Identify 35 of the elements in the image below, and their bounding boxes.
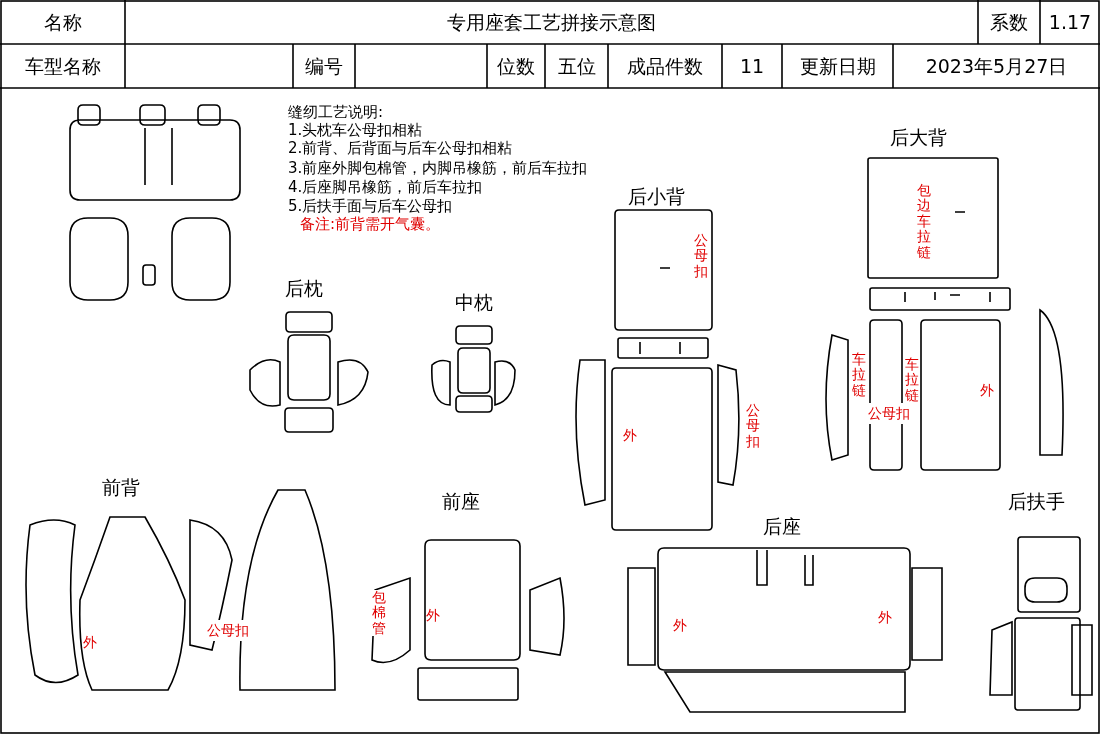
header-text: 名称 [43, 9, 82, 35]
section-title: 后枕 [285, 276, 323, 301]
section-title: 中枕 [455, 290, 493, 315]
header-text: 系数 [990, 9, 1028, 35]
header-text: 位数 [497, 53, 535, 79]
header-text: 2023年5月27日 [925, 53, 1068, 79]
title: 专用座套工艺拼接示意图 [447, 9, 656, 35]
section-title: 后大背 [890, 125, 947, 150]
note-text: 4.后座脚吊橡筋，前后车拉扣 [288, 178, 483, 196]
header-text: 五位 [557, 53, 596, 79]
sewing-note: 公母扣 [694, 233, 708, 280]
header-text: 车型名称 [24, 53, 101, 79]
section-title: 后扶手 [1008, 489, 1065, 514]
note-text: 2.前背、后背面与后车公母扣相粘 [288, 139, 513, 157]
note-text: 缝纫工艺说明: [288, 103, 384, 121]
sewing-note: 公母扣 [207, 620, 249, 641]
header-text: 更新日期 [799, 53, 876, 79]
sewing-note: 车拉链 [905, 357, 919, 404]
sewing-note: 公母扣 [868, 403, 910, 424]
header-text: 编号 [305, 53, 343, 79]
note-text: 1.头枕车公母扣相粘 [288, 121, 423, 139]
section-title: 前座 [442, 489, 480, 514]
header-text: 11 [739, 53, 765, 79]
section-title: 前背 [102, 475, 140, 500]
sewing-note: 包棉管 [372, 590, 386, 637]
section-title: 后小背 [628, 184, 685, 209]
section-title: 后座 [763, 514, 801, 539]
header-text: 成品件数 [627, 53, 703, 79]
sewing-note: 公母扣 [746, 403, 760, 450]
note-text: 3.前座外脚包棉管，内脚吊橡筋，前后车拉扣 [288, 159, 588, 177]
sewing-note: 车拉链 [852, 352, 866, 399]
note-text: 备注:前背需开气囊。 [300, 215, 441, 233]
note-text: 5.后扶手面与后车公母扣 [288, 197, 453, 215]
sewing-note: 包边车拉链 [917, 183, 931, 260]
header-text: 1.17 [1048, 9, 1092, 35]
